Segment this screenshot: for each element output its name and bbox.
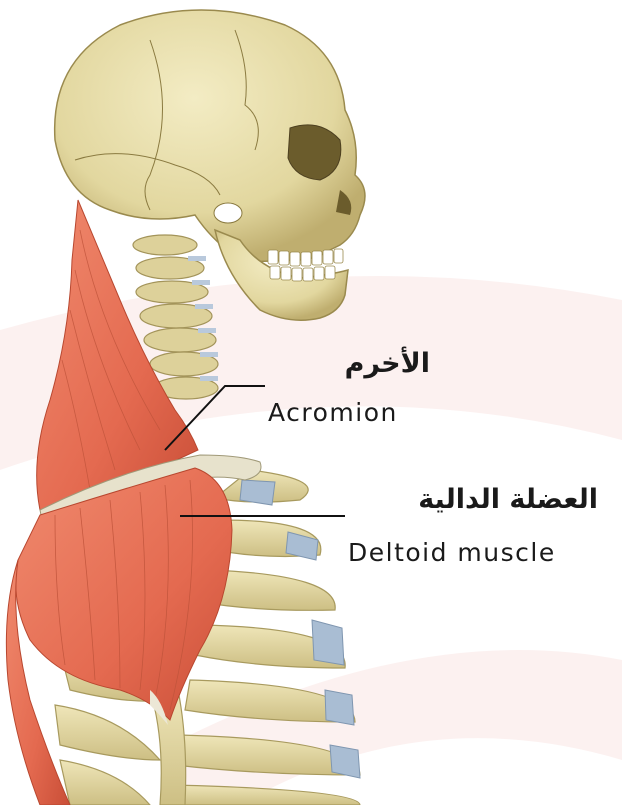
deltoid-label-arabic: العضلة الدالية: [370, 486, 598, 513]
teeth: [268, 249, 343, 281]
acromion-label-english: Acromion: [268, 400, 398, 425]
deltoid-label-english: Deltoid muscle: [348, 540, 556, 565]
acromion-label-arabic: الأخرم: [300, 350, 430, 377]
